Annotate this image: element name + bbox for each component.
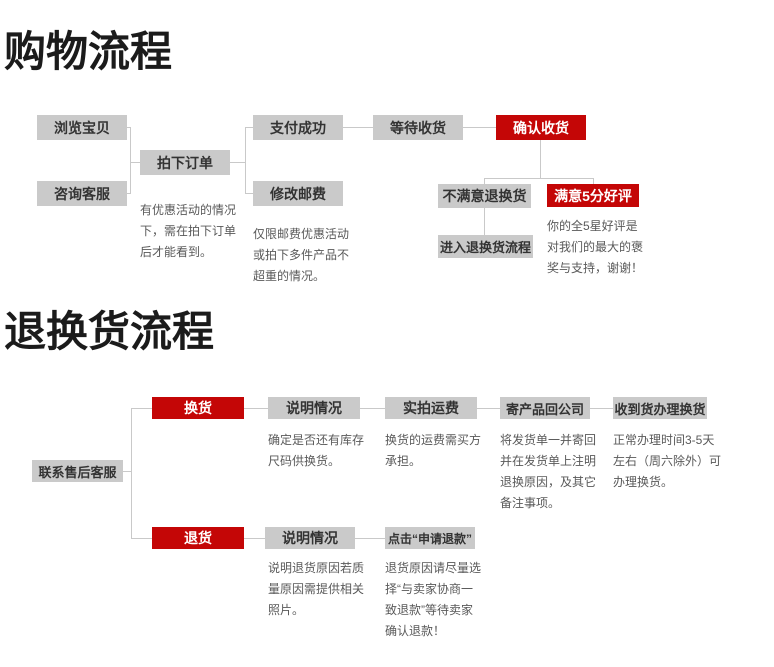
- connector-line: [484, 178, 594, 179]
- connector-line: [463, 127, 496, 128]
- connector-line: [131, 538, 152, 539]
- connector-line: [131, 408, 132, 538]
- postage-note: 仅限邮费优惠活动 或拍下多件产品不 超重的情况。: [253, 227, 350, 283]
- praise-note: 你的全5星好评是 对我们的最大的褒 奖与支持，谢谢！: [547, 219, 644, 275]
- connector-line: [343, 127, 373, 128]
- connector-line: [244, 408, 268, 409]
- connector-line: [484, 178, 485, 184]
- node-shipping-cost: 实拍运费: [385, 397, 477, 419]
- connector-line: [245, 127, 253, 128]
- node-satisfied-praise: 满意5分好评: [547, 184, 639, 207]
- connector-line: [131, 408, 152, 409]
- node-contact-aftersales: 联系售后客服: [32, 460, 123, 482]
- connector-line: [360, 408, 385, 409]
- connector-line: [484, 208, 485, 235]
- node-explain-return: 说明情况: [265, 527, 355, 549]
- connector-line: [355, 538, 385, 539]
- node-return: 退货: [152, 527, 244, 549]
- connector-line: [477, 408, 500, 409]
- node-receive-exchange: 收到货办理换货: [613, 397, 707, 419]
- connector-line: [244, 538, 265, 539]
- receive-note: 正常办理时间3-5天 左右（周六除外）可 办理换货。: [613, 433, 722, 489]
- node-apply-refund: 点击“申请退款”: [385, 527, 475, 549]
- connector-line: [123, 471, 131, 472]
- node-send-back: 寄产品回公司: [500, 397, 590, 419]
- connector-line: [245, 193, 253, 194]
- node-exchange: 换货: [152, 397, 244, 419]
- node-enter-return-flow: 进入退换货流程: [438, 235, 533, 258]
- node-pay-success: 支付成功: [253, 115, 343, 140]
- node-confirm-receipt: 确认收货: [496, 115, 586, 140]
- node-wait-receipt: 等待收货: [373, 115, 463, 140]
- connector-line: [540, 140, 541, 178]
- node-browse-items: 浏览宝贝: [37, 115, 127, 140]
- connector-line: [245, 127, 246, 194]
- connector-line: [590, 408, 613, 409]
- explain-exchange-note: 确定是否还有库存 尺码供换货。: [268, 433, 365, 468]
- section2-title: 退换货流程: [4, 308, 215, 355]
- order-note: 有优惠活动的情况 下，需在拍下订单 后才能看到。: [140, 203, 237, 259]
- connector-line: [130, 162, 140, 163]
- connector-line: [127, 193, 131, 194]
- node-explain-exchange: 说明情况: [268, 397, 360, 419]
- node-consult-service: 咨询客服: [37, 181, 127, 206]
- apply-refund-note: 退货原因请尽量选 择“与卖家协商一 致退款”等待卖家 确认退款！: [385, 561, 482, 638]
- explain-return-note: 说明退货原因若质 量原因需提供相关 照片。: [268, 561, 365, 617]
- send-back-note: 将发货单一并寄回 并在发货单上注明 退换原因，及其它 备注事项。: [500, 433, 597, 510]
- section1-title: 购物流程: [4, 28, 173, 75]
- node-place-order: 拍下订单: [140, 150, 230, 175]
- connector-line: [593, 178, 594, 184]
- connector-line: [127, 127, 131, 128]
- connector-line: [130, 127, 131, 194]
- shipping-note: 换货的运费需买方 承担。: [385, 433, 482, 468]
- node-modify-postage: 修改邮费: [253, 181, 343, 206]
- connector-line: [230, 162, 245, 163]
- node-unsatisfied-return: 不满意退换货: [438, 184, 531, 208]
